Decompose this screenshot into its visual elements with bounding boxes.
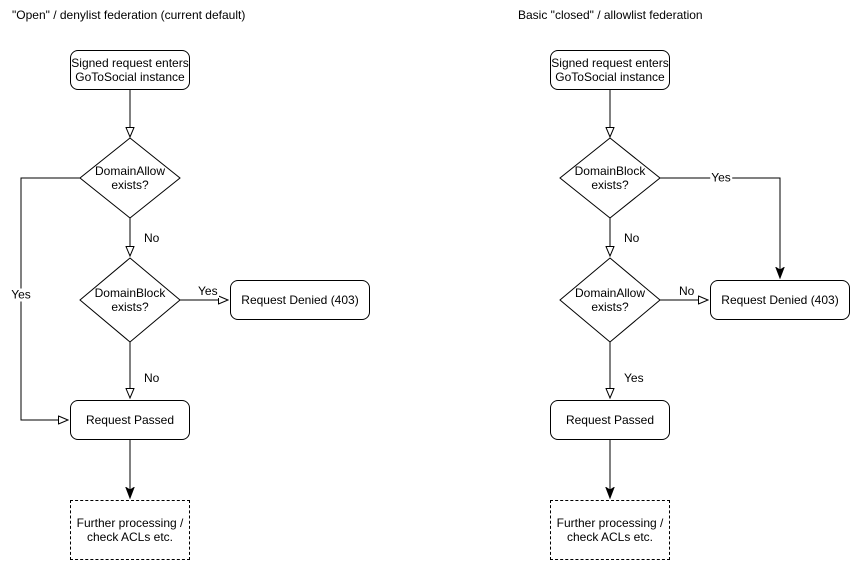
right-decision1-diamond — [559, 137, 661, 219]
left-decision2-no-label: No — [143, 371, 161, 385]
left-start-node: Signed request enters GoToSocial instanc… — [70, 50, 190, 90]
left-further-processing-label: Further processing / check ACLs etc. — [76, 516, 184, 544]
right-decision2-yes-label: Yes — [623, 371, 645, 385]
right-decision2-no-label: No — [678, 284, 696, 298]
right-start-node: Signed request enters GoToSocial instanc… — [550, 50, 670, 90]
left-decision2-diamond — [79, 257, 181, 343]
left-decision1-diamond — [79, 137, 181, 219]
left-start-label: Signed request enters GoToSocial instanc… — [71, 56, 189, 84]
right-start-label: Signed request enters GoToSocial instanc… — [551, 56, 669, 84]
left-denied-node: Request Denied (403) — [230, 280, 370, 320]
left-decision1-yes-label: Yes — [10, 287, 32, 302]
right-passed-node: Request Passed — [550, 400, 670, 440]
right-decision2-diamond — [559, 257, 661, 343]
left-further-processing-node: Further processing / check ACLs etc. — [70, 500, 190, 560]
right-edge-decision1-yes-to-denied — [660, 177, 780, 278]
left-passed-label: Request Passed — [85, 413, 175, 427]
left-passed-node: Request Passed — [70, 400, 190, 440]
left-decision2-yes-label: Yes — [197, 284, 219, 298]
right-denied-label: Request Denied (403) — [721, 293, 839, 307]
left-decision1-no-label: No — [143, 231, 161, 245]
left-denied-label: Request Denied (403) — [241, 293, 359, 307]
left-chart-title: "Open" / denylist federation (current de… — [12, 8, 246, 22]
right-passed-label: Request Passed — [565, 413, 655, 427]
right-further-processing-node: Further processing / check ACLs etc. — [550, 500, 670, 560]
right-chart-title: Basic "closed" / allowlist federation — [518, 8, 703, 22]
right-further-processing-label: Further processing / check ACLs etc. — [556, 516, 664, 544]
right-denied-node: Request Denied (403) — [710, 280, 850, 320]
right-decision1-no-label: No — [623, 231, 641, 245]
right-decision1-yes-label: Yes — [710, 170, 732, 185]
